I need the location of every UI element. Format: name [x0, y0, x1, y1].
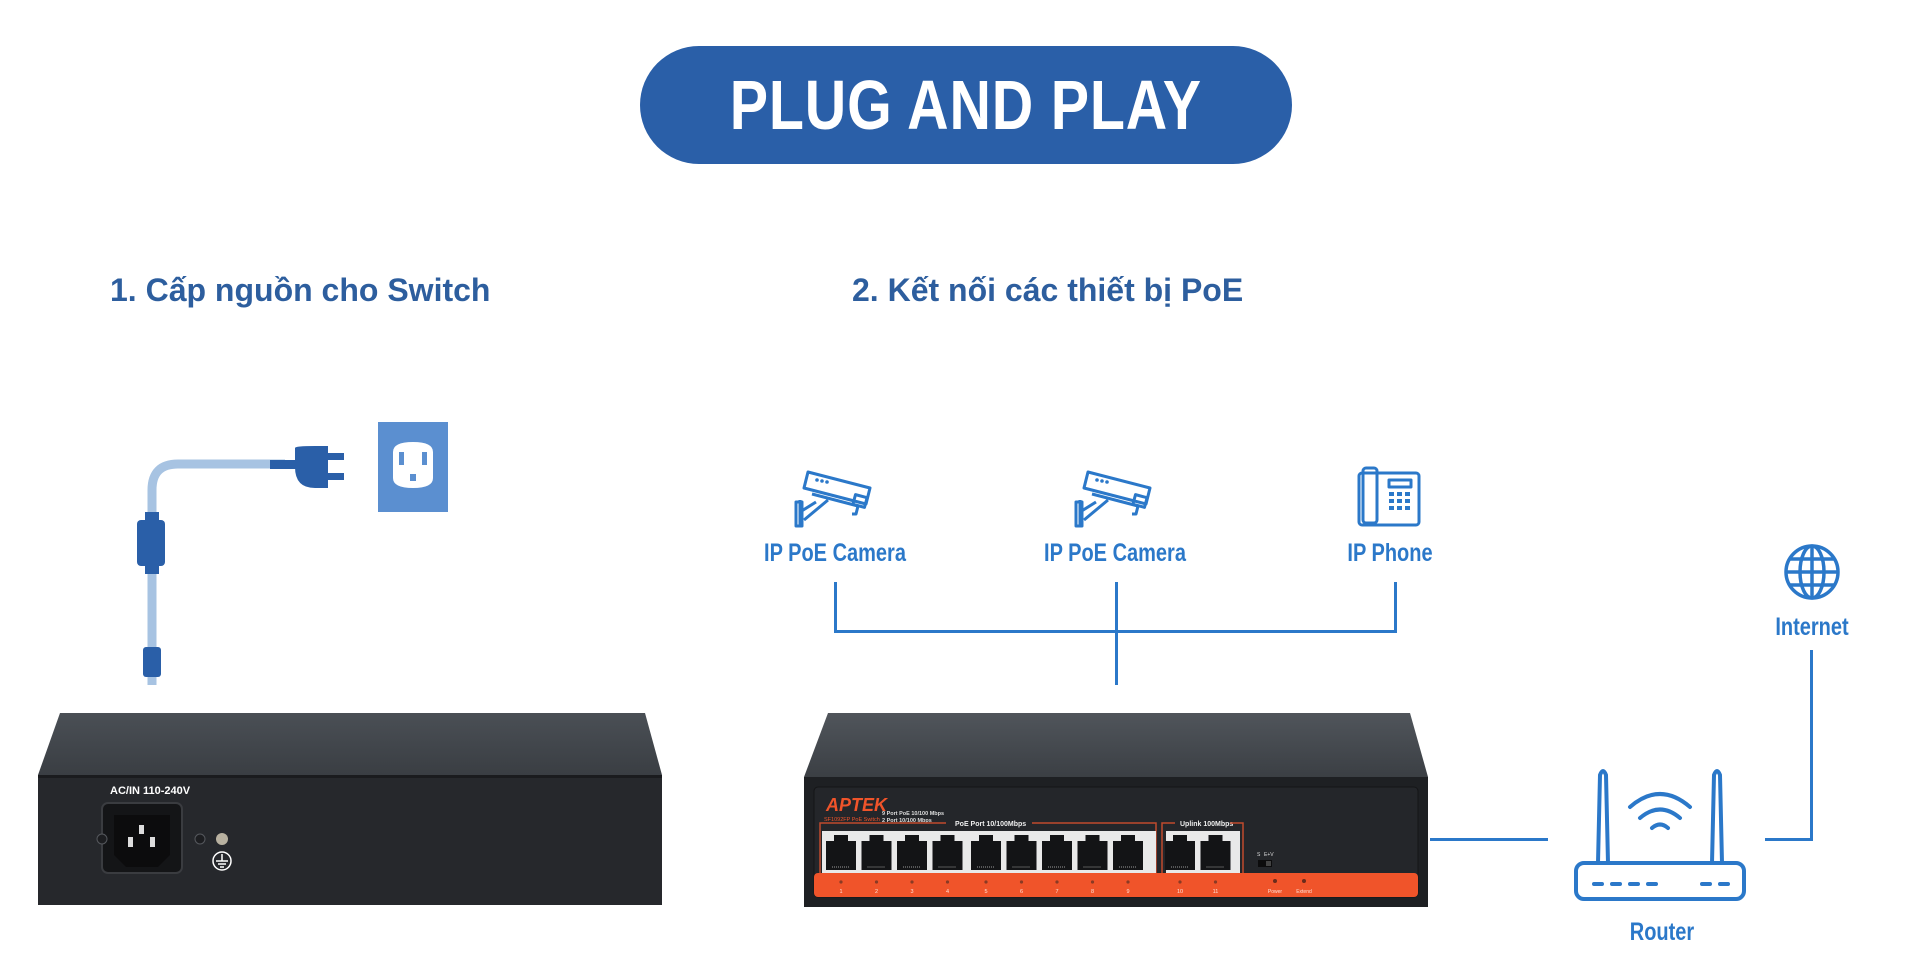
ethernet-port-11[interactable]	[1200, 835, 1231, 870]
step-1-title: 1. Cấp nguồn cho Switch	[110, 272, 491, 308]
port-numbers: 1 2 3 4 5 6 7 8 9 10 11	[839, 880, 1218, 895]
led-label-power: Power	[1268, 889, 1283, 895]
device-label-camera-2: IP PoE Camera	[1044, 539, 1186, 567]
port-number-label: 7	[1055, 889, 1058, 895]
internet-node	[1782, 542, 1842, 602]
connector-line	[1430, 838, 1548, 841]
spec-line-1: 9 Port PoE 10/100 Mbps	[882, 811, 944, 817]
device-phone	[1355, 465, 1425, 530]
ethernet-port-9[interactable]	[1113, 835, 1143, 870]
port-led	[1126, 880, 1130, 884]
device-camera-1	[790, 460, 880, 530]
port-led	[984, 880, 988, 884]
port-led	[910, 880, 914, 884]
port-number-label: 3	[910, 889, 913, 895]
port-number-label: 4	[946, 889, 949, 895]
port-led	[945, 880, 950, 884]
internet-label: Internet	[1775, 613, 1849, 641]
dip-switch[interactable]: S E+V	[1257, 852, 1274, 867]
port-number-label: 8	[1091, 889, 1094, 895]
wifi-router-icon	[1574, 769, 1746, 901]
device-camera-2	[1070, 460, 1160, 530]
port-led	[1090, 880, 1095, 884]
ethernet-port-4[interactable]	[932, 835, 963, 870]
ethernet-port-3[interactable]	[897, 835, 927, 870]
ground-screw	[216, 833, 228, 845]
port-led	[1055, 880, 1059, 884]
router-label: Router	[1629, 918, 1695, 946]
connector-line	[834, 630, 1397, 633]
connector-line	[1810, 650, 1813, 841]
router-node	[1572, 765, 1752, 905]
ethernet-port-5[interactable]	[971, 835, 1001, 870]
ethernet-ports	[822, 831, 1240, 873]
port-number-label: 2	[875, 889, 878, 895]
ethernet-port-2[interactable]	[861, 835, 892, 870]
switch-rear-panel: AC/IN 110-240V	[38, 713, 662, 905]
switch-front-panel: APTEK SF1092FP PoE Switch 9 Port PoE 10/…	[804, 713, 1428, 907]
port-number-label: 9	[1126, 889, 1129, 895]
screw-icon	[96, 833, 108, 845]
security-camera-icon	[794, 470, 872, 528]
banner-title: PLUG AND PLAY	[729, 66, 1203, 144]
power-cable-diagram	[137, 422, 448, 685]
step-2-title: 2. Kết nối các thiết bị PoE	[852, 272, 1244, 308]
uplink-group-label: Uplink 100Mbps	[1180, 821, 1233, 828]
port-number-label: 5	[984, 889, 987, 895]
ethernet-port-7[interactable]	[1042, 835, 1072, 870]
desk-phone-icon	[1357, 466, 1421, 527]
power-plug-icon	[295, 446, 344, 488]
title-banner: PLUG AND PLAY	[640, 46, 1292, 164]
spec-line-2: 2 Port 10/100 Mbps	[882, 818, 932, 824]
status-leds: Power Extend	[1268, 879, 1312, 895]
port-label-strip	[814, 873, 1418, 897]
device-label-phone: IP Phone	[1347, 539, 1433, 567]
port-number-label: 11	[1213, 889, 1219, 895]
screw-icon	[194, 833, 206, 845]
ethernet-port-6[interactable]	[1006, 835, 1037, 870]
connector-line	[1394, 582, 1397, 632]
ethernet-port-8[interactable]	[1077, 835, 1108, 870]
port-led	[874, 880, 879, 884]
power-cable	[147, 459, 300, 685]
device-label-camera-1: IP PoE Camera	[764, 539, 906, 567]
inline-power-adapter	[137, 512, 165, 574]
security-camera-icon	[1074, 470, 1152, 528]
ethernet-port-1[interactable]	[826, 835, 856, 870]
connector-line	[834, 582, 837, 632]
power-input-label: AC/IN 110-240V	[110, 785, 191, 797]
brand-logo: APTEK	[825, 795, 889, 815]
connector-line	[1115, 582, 1118, 685]
port-number-label: 1	[839, 889, 842, 895]
port-number-label: 6	[1020, 889, 1023, 895]
poe-port-group-label: PoE Port 10/100Mbps	[955, 821, 1026, 828]
port-led	[839, 880, 843, 884]
dip-label-ev: E+V	[1264, 852, 1274, 858]
port-led	[1178, 880, 1182, 884]
globe-icon	[1784, 544, 1840, 600]
connector-line	[1765, 838, 1813, 841]
ground-symbol-icon	[212, 851, 232, 871]
port-number-label: 10	[1177, 889, 1183, 895]
port-led	[1213, 880, 1218, 884]
model-name: SF1092FP PoE Switch	[824, 817, 880, 823]
led-label-extend: Extend	[1296, 889, 1312, 895]
port-led	[1019, 880, 1024, 884]
dip-label-s: S	[1257, 852, 1261, 858]
ethernet-port-10[interactable]	[1165, 835, 1195, 870]
dc-connector	[143, 647, 161, 677]
wall-outlet-icon	[378, 422, 448, 512]
iec-power-socket[interactable]	[101, 802, 183, 874]
